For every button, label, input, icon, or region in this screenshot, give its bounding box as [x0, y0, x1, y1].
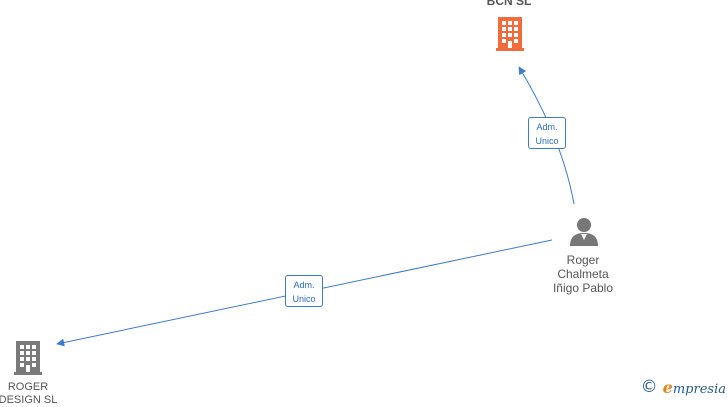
edge-label-line-2: Unico: [535, 136, 559, 146]
copyright-icon: ©: [640, 377, 658, 397]
brand-logo-initial: e: [662, 378, 673, 397]
building-icon[interactable]: [14, 341, 42, 375]
edge-label-adm-unico-roger-design[interactable]: Adm. Unico: [285, 275, 323, 307]
node-bcn-line-1: BCN SL: [486, 0, 532, 8]
node-bcn-label: BCN SL: [459, 0, 559, 8]
edge-label-line-1: Adm.: [293, 280, 315, 290]
person-icon[interactable]: [569, 217, 599, 247]
brand-logo-text: mpresia: [672, 382, 726, 397]
node-person-label: Roger Chalmeta Iñigo Pablo: [533, 253, 633, 295]
building-icon[interactable]: [496, 17, 524, 51]
node-person-line-3: Iñigo Pablo: [552, 281, 614, 295]
edge-label-line-2: Unico: [292, 294, 316, 304]
node-roger-design-line-2: DESIGN SL: [0, 394, 58, 406]
node-person-line-1: Roger: [566, 253, 600, 267]
brand-watermark: © empresia: [641, 378, 726, 397]
node-roger-design-line-1: ROGER: [7, 381, 49, 393]
edge-label-adm-unico-bcn[interactable]: Adm. Unico: [528, 117, 566, 149]
node-roger-design-label: ROGER DESIGN SL: [0, 381, 78, 407]
node-person-line-2: Chalmeta: [557, 267, 609, 281]
brand-logo: empresia: [663, 378, 726, 397]
edge-label-line-1: Adm.: [536, 122, 558, 132]
